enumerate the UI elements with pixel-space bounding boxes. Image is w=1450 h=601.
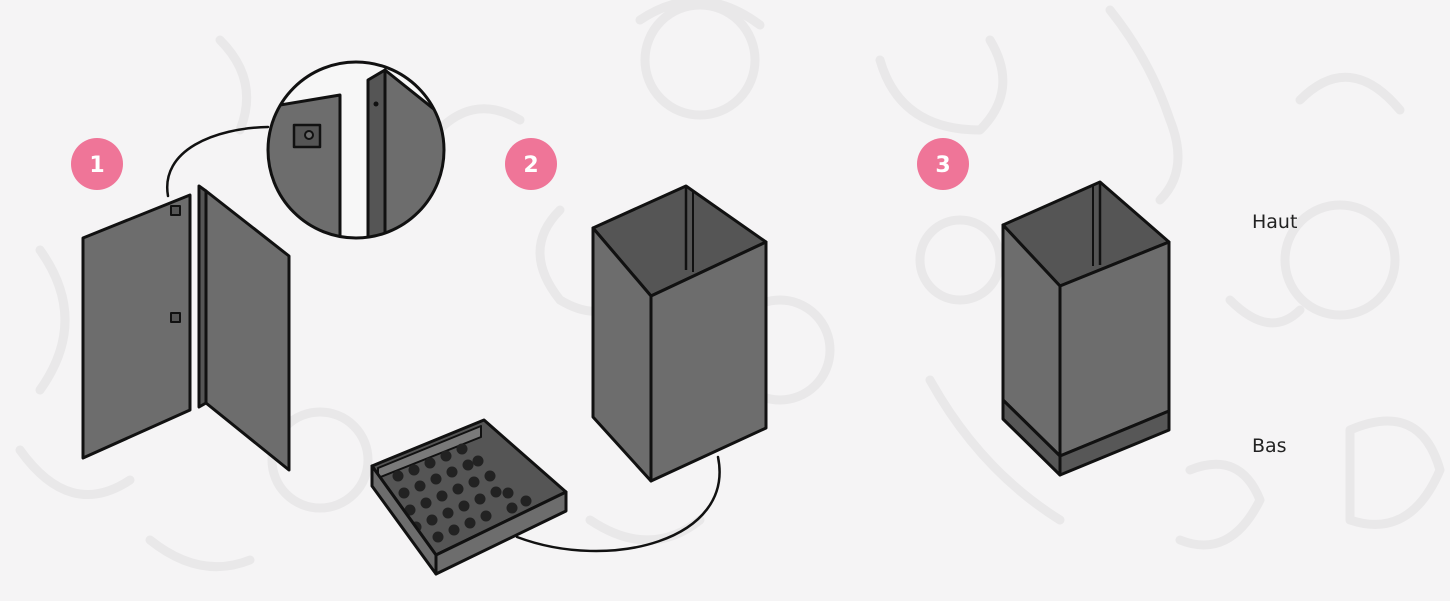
left-panel — [81, 193, 192, 460]
base-right-band — [1058, 409, 1171, 477]
step-number-2: 2 — [523, 153, 538, 178]
tray-right-rim — [434, 490, 568, 576]
zoom-detail — [266, 60, 446, 240]
step-badge-1: 1 — [71, 138, 123, 190]
step-3-assembled-box — [1001, 180, 1171, 477]
step-number-1: 1 — [89, 153, 104, 178]
label-bottom: Bas — [1252, 435, 1287, 457]
hinge-clip-bottom — [170, 312, 181, 323]
right-panel — [204, 189, 291, 472]
assembly-connector-line — [515, 455, 721, 553]
step-1-panels — [81, 184, 291, 472]
zoom-connector-line — [165, 125, 270, 198]
step-badge-2: 2 — [505, 138, 557, 190]
hinge-clip-top — [170, 205, 181, 216]
step-number-3: 3 — [935, 153, 950, 178]
background-doodles — [15, 0, 1445, 572]
label-top: Haut — [1252, 211, 1298, 233]
box-right-face — [649, 240, 768, 483]
step-2-tray — [370, 418, 568, 576]
step-badge-3: 3 — [917, 138, 969, 190]
step-2-box — [591, 184, 768, 483]
